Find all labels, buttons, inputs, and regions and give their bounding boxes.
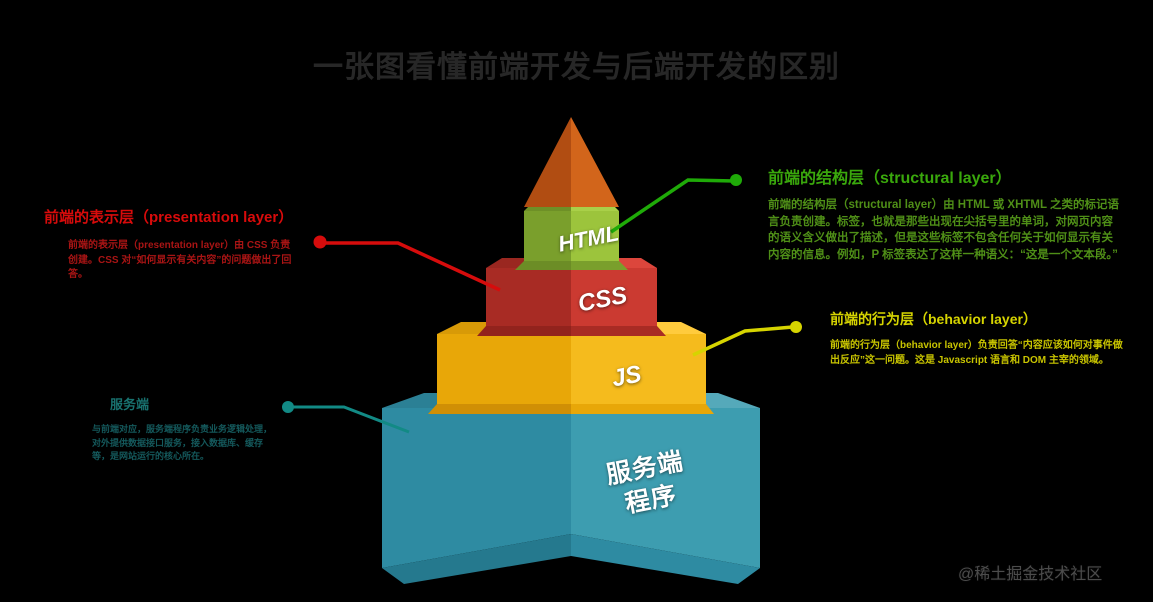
annotation-structural: 前端的结构层（structural layer） 前端的结构层（structur…: [768, 164, 1128, 264]
annotation-server-body: 与前端对应，服务端程序负责业务逻辑处理，对外提供数据接口服务，接入数据库、缓存等…: [92, 424, 273, 461]
page-title: 一张图看懂前端开发与后端开发的区别: [313, 51, 840, 84]
connector-server: [282, 401, 410, 434]
annotation-behavior-body: 前端的行为层（behavior layer）负责回答“内容应该如何对事件做出反应…: [830, 340, 1123, 366]
connector-presentation: [313, 235, 501, 292]
pyramid-layer-html: [515, 203, 628, 270]
pyramid-layer-css: [477, 258, 666, 336]
annotation-structural-body: 前端的结构层（structural layer）由 HTML 或 XHTML 之…: [768, 199, 1119, 262]
annotation-behavior: 前端的行为层（behavior layer） 前端的行为层（behavior l…: [830, 309, 1130, 368]
connector-structural: [610, 174, 742, 234]
annotation-presentation-body: 前端的表示层（presentation layer）由 CSS 负责创建。CSS…: [68, 240, 292, 280]
watermark: @稀土掘金技术社区: [958, 566, 1103, 583]
annotation-behavior-heading: 前端的行为层（behavior layer）: [830, 311, 1037, 327]
annotation-presentation-heading: 前端的表示层（presentation layer）: [44, 209, 294, 226]
pyramid-layer-apex: [524, 117, 619, 207]
annotation-presentation: 前端的表示层（presentation layer） 前端的表示层（presen…: [44, 206, 374, 283]
annotation-structural-heading: 前端的结构层（structural layer）: [768, 170, 1012, 187]
pyramid-layer-js: [428, 322, 714, 414]
annotation-server-heading: 服务端: [110, 397, 150, 412]
connector-behavior: [692, 321, 802, 357]
pyramid-layer-server: [382, 393, 760, 584]
annotation-server: 服务端 与前端对应，服务端程序负责业务逻辑处理，对外提供数据接口服务，接入数据库…: [92, 394, 292, 464]
